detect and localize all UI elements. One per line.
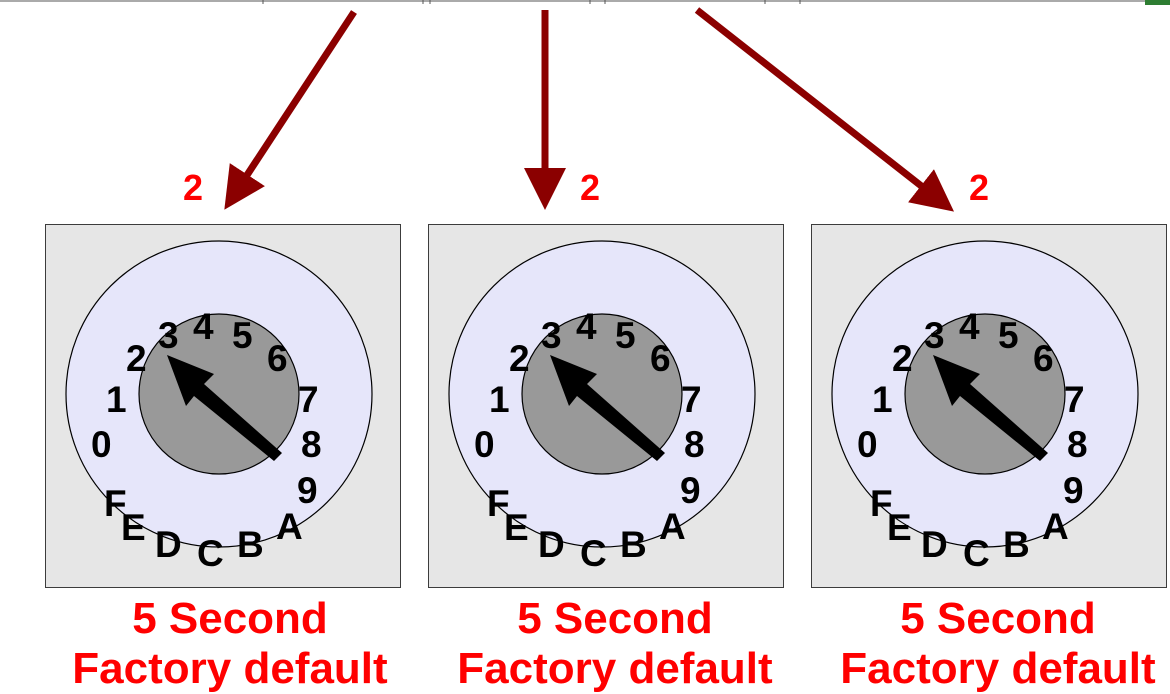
dial-position-B: B bbox=[1003, 524, 1030, 565]
dial-position-C: C bbox=[580, 533, 607, 574]
dial-position-2: 2 bbox=[892, 338, 913, 379]
dial-position-1: 1 bbox=[872, 379, 893, 420]
dial-position-C: C bbox=[197, 533, 224, 574]
dial-position-A: A bbox=[1042, 506, 1069, 547]
dial-position-5: 5 bbox=[232, 315, 253, 356]
switch-3-caption-line1: 5 Second bbox=[900, 594, 1096, 643]
dial-position-9: 9 bbox=[297, 470, 318, 511]
dial-position-B: B bbox=[237, 524, 264, 565]
switch-1-caption: 5 Second Factory default bbox=[30, 594, 430, 694]
dial-position-6: 6 bbox=[267, 338, 288, 379]
dial-pointer-arrow bbox=[550, 355, 665, 461]
dial-position-1: 1 bbox=[489, 379, 510, 420]
dial-position-E: E bbox=[121, 507, 146, 548]
dial-position-7: 7 bbox=[1064, 379, 1085, 420]
switch-3-caption-line2: Factory default bbox=[840, 644, 1156, 693]
switch-2-setting-label: 2 bbox=[580, 167, 601, 208]
dial-position-4: 4 bbox=[193, 306, 214, 347]
dial-position-5: 5 bbox=[998, 315, 1019, 356]
dial-position-6: 6 bbox=[1033, 338, 1054, 379]
dial-pointer-arrow bbox=[933, 355, 1048, 461]
dial-position-6: 6 bbox=[650, 338, 671, 379]
dial-position-3: 3 bbox=[924, 315, 945, 356]
dial-position-3: 3 bbox=[541, 315, 562, 356]
dial-position-4: 4 bbox=[576, 306, 597, 347]
dial-position-7: 7 bbox=[681, 379, 702, 420]
dial-position-A: A bbox=[276, 506, 303, 547]
dial-position-8: 8 bbox=[301, 424, 322, 465]
switch-3-caption: 5 Second Factory default bbox=[798, 594, 1170, 694]
dial-position-F: F bbox=[870, 483, 893, 524]
dial-position-E: E bbox=[504, 507, 529, 548]
dial-position-4: 4 bbox=[959, 306, 980, 347]
dial-position-0: 0 bbox=[857, 424, 878, 465]
switch-2-caption-line1: 5 Second bbox=[517, 594, 713, 643]
dial-position-5: 5 bbox=[615, 315, 636, 356]
dial-position-0: 0 bbox=[474, 424, 495, 465]
switch-1-setting-label: 2 bbox=[183, 167, 204, 208]
dial-position-D: D bbox=[538, 524, 565, 565]
dial-position-F: F bbox=[104, 483, 127, 524]
dial-position-3: 3 bbox=[158, 315, 179, 356]
switch-3-setting-label: 2 bbox=[969, 167, 990, 208]
dial-position-7: 7 bbox=[298, 379, 319, 420]
dial-position-0: 0 bbox=[91, 424, 112, 465]
dial-position-D: D bbox=[155, 524, 182, 565]
dial-position-1: 1 bbox=[106, 379, 127, 420]
switch-1-caption-line1: 5 Second bbox=[132, 594, 328, 643]
dial-position-2: 2 bbox=[126, 338, 147, 379]
dial-pointer-arrow bbox=[167, 355, 282, 461]
dial-position-F: F bbox=[487, 483, 510, 524]
dial-position-B: B bbox=[620, 524, 647, 565]
dial-position-E: E bbox=[887, 507, 912, 548]
dial-position-8: 8 bbox=[684, 424, 705, 465]
switch-2-caption-line2: Factory default bbox=[457, 644, 773, 693]
dial-position-8: 8 bbox=[1067, 424, 1088, 465]
dial-position-9: 9 bbox=[1063, 470, 1084, 511]
pointer-arrows bbox=[224, 7, 955, 212]
top-strip bbox=[0, 0, 1170, 5]
dial-position-2: 2 bbox=[509, 338, 530, 379]
dial-position-C: C bbox=[963, 533, 990, 574]
switch-1-caption-line2: Factory default bbox=[72, 644, 388, 693]
switch-2-caption: 5 Second Factory default bbox=[415, 594, 815, 694]
dial-position-A: A bbox=[659, 506, 686, 547]
arrow-to-switch-1 bbox=[224, 10, 357, 210]
arrow-to-switch-3 bbox=[694, 7, 955, 212]
dial-position-9: 9 bbox=[680, 470, 701, 511]
dial-position-D: D bbox=[921, 524, 948, 565]
